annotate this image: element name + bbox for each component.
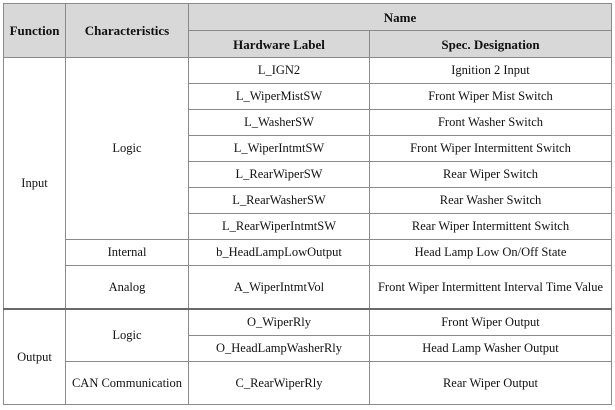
hardware-label-cell: C_RearWiperRly <box>188 361 370 405</box>
header-row-top: Function Characteristics Name <box>3 3 612 58</box>
spec-designation-cell: Rear Washer Switch <box>369 187 612 214</box>
characteristics-cell-analog: Analog <box>65 265 189 310</box>
header-hardware-label: Hardware Label <box>188 30 370 58</box>
hardware-label-cell: L_RearWiperIntmtSW <box>188 213 370 240</box>
spec-designation-cell: Front Wiper Intermittent Switch <box>369 135 612 162</box>
hardware-label-cell: b_HeadLampLowOutput <box>188 239 370 266</box>
header-spec-designation: Spec. Designation <box>369 30 612 58</box>
header-name: Name <box>188 3 612 31</box>
hardware-label-cell: L_RearWiperSW <box>188 161 370 188</box>
table-row: O_HeadLampWasherRly Head Lamp Washer Out… <box>4 335 612 362</box>
spec-table-container: Function Characteristics Name Hardware L… <box>3 3 612 405</box>
hardware-label-cell: O_HeadLampWasherRly <box>188 335 370 362</box>
spec-designation-cell: Rear Wiper Output <box>369 361 612 405</box>
header-row-sub: Hardware Label Spec. Designation <box>4 30 612 58</box>
spec-designation-cell: Front Washer Switch <box>369 109 612 136</box>
spec-designation-cell: Rear Wiper Intermittent Switch <box>369 213 612 240</box>
spec-designation-cell: Rear Wiper Switch <box>369 161 612 188</box>
table-row: L_RearWiperSW Rear Wiper Switch <box>4 161 612 188</box>
table-row: Output Logic O_WiperRly Front Wiper Outp… <box>3 308 612 405</box>
table-row: L_WasherSW Front Washer Switch <box>4 109 612 136</box>
hardware-label-cell: L_WiperMistSW <box>188 83 370 110</box>
header-characteristics: Characteristics <box>65 3 189 58</box>
table-row: L_WiperIntmtSW Front Wiper Intermittent … <box>4 135 612 162</box>
table-row: L_WiperMistSW Front Wiper Mist Switch <box>4 83 612 110</box>
spec-designation-cell: Front Wiper Output <box>369 308 612 336</box>
hardware-label-cell: L_WiperIntmtSW <box>188 135 370 162</box>
characteristics-cell-can: CAN Communication <box>65 361 189 405</box>
function-cell-output: Output <box>3 308 66 405</box>
table-row: Input Logic L_IGN2 Ignition 2 Input <box>3 57 612 310</box>
characteristics-cell-internal: Internal <box>65 239 189 266</box>
characteristics-cell-logic-input: Logic <box>65 57 189 240</box>
characteristics-cell-logic-output: Logic <box>65 308 189 362</box>
hardware-label-cell: L_WasherSW <box>188 109 370 136</box>
table-row: Analog A_WiperIntmtVol Front Wiper Inter… <box>4 265 612 310</box>
hardware-label-cell: L_IGN2 <box>188 57 370 84</box>
hardware-label-cell: A_WiperIntmtVol <box>188 265 370 310</box>
spec-designation-cell: Front Wiper Intermittent Interval Time V… <box>369 265 612 310</box>
spec-designation-cell: Head Lamp Low On/Off State <box>369 239 612 266</box>
hardware-label-cell: O_WiperRly <box>188 308 370 336</box>
signal-spec-table: Function Characteristics Name Hardware L… <box>3 3 612 405</box>
table-row: L_RearWiperIntmtSW Rear Wiper Intermitte… <box>4 213 612 240</box>
hardware-label-cell: L_RearWasherSW <box>188 187 370 214</box>
spec-designation-cell: Ignition 2 Input <box>369 57 612 84</box>
function-cell-input: Input <box>3 57 66 310</box>
table-row: Internal b_HeadLampLowOutput Head Lamp L… <box>4 239 612 266</box>
spec-designation-cell: Head Lamp Washer Output <box>369 335 612 362</box>
table-row: L_RearWasherSW Rear Washer Switch <box>4 187 612 214</box>
spec-designation-cell: Front Wiper Mist Switch <box>369 83 612 110</box>
table-row: CAN Communication C_RearWiperRly Rear Wi… <box>4 361 612 405</box>
header-function: Function <box>3 3 66 58</box>
